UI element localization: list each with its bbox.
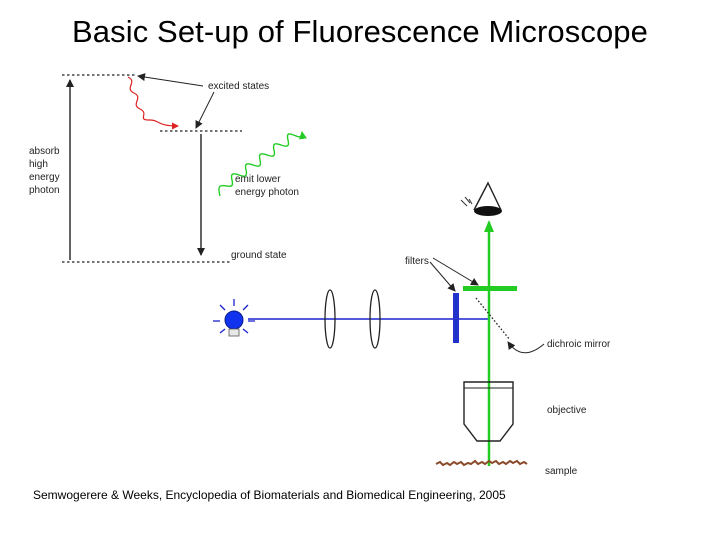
sample-label: sample bbox=[545, 466, 578, 477]
ground-state-label: ground state bbox=[231, 250, 287, 261]
vibrational-decay-wave bbox=[127, 76, 179, 130]
dichroic-pointer bbox=[507, 341, 545, 354]
objective-label: objective bbox=[547, 405, 587, 416]
condenser-lens-2 bbox=[369, 289, 381, 349]
objective-lens-body bbox=[463, 381, 514, 442]
excitation-filter bbox=[453, 293, 459, 343]
emit-label-line2: energy photon bbox=[235, 187, 299, 198]
page-title: Basic Set-up of Fluorescence Microscope bbox=[72, 14, 648, 49]
absorb-label-line1: absorb bbox=[29, 146, 60, 157]
excited-states-pointer-1 bbox=[137, 73, 204, 87]
excited-states-pointer-2 bbox=[195, 91, 215, 129]
absorb-label-line2: high bbox=[29, 159, 48, 170]
absorb-label-line3: energy bbox=[29, 172, 60, 183]
condenser-lens-1 bbox=[324, 289, 336, 349]
filters-pointer-2 bbox=[432, 257, 479, 286]
sample-specimen bbox=[435, 459, 528, 467]
citation: Semwogerere & Weeks, Encyclopedia of Bio… bbox=[33, 488, 506, 502]
absorb-label-line4: photon bbox=[29, 185, 60, 196]
lamp-icon bbox=[213, 299, 255, 337]
excited-states-label: excited states bbox=[208, 81, 269, 92]
filters-label: filters bbox=[405, 256, 429, 267]
emission-photon-wave bbox=[218, 131, 307, 197]
emit-label-line1: emit lower bbox=[235, 174, 281, 185]
eye-icon bbox=[460, 181, 502, 216]
dichroic-mirror-label: dichroic mirror bbox=[547, 339, 611, 350]
emission-beam-arrowhead bbox=[484, 220, 494, 232]
filters-pointer-1 bbox=[429, 261, 456, 292]
emission-filter bbox=[463, 286, 517, 291]
